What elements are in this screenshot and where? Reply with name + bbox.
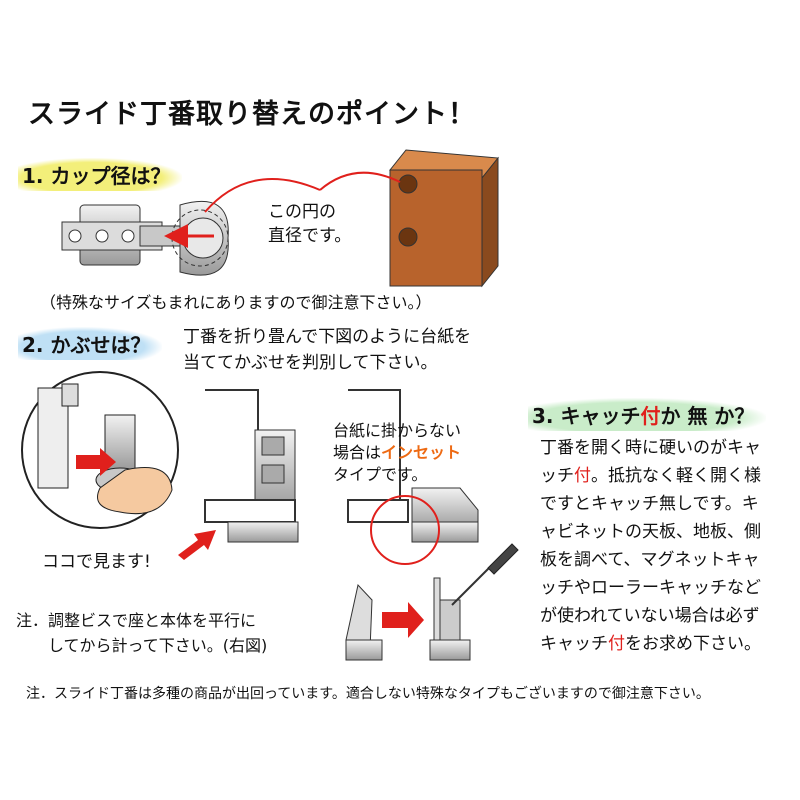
inset-keyword: インセット (381, 443, 462, 462)
inset-note-line-2: 場合はインセット (333, 442, 461, 464)
section-1-note: （特殊なサイズもまれにありますので御注意下さい。） (40, 293, 432, 312)
line-text: 板を調べて、マグネットキャ (540, 550, 760, 570)
look-here-label: ココで見ます! (42, 552, 151, 572)
adjust-note-line-2: してから計って下さい。(右図) (16, 636, 268, 655)
line-em: 付 (608, 634, 625, 654)
door-panel-diagram (319, 149, 499, 288)
cup-callout-line-1: この円の (268, 202, 336, 222)
line-text: ですとキャッチ無しです。キ (540, 494, 759, 514)
line-text: キャッチ (540, 634, 608, 654)
adjustment-diagram (345, 543, 519, 661)
page-title: スライド丁番取り替えのポイント！ (28, 99, 476, 130)
hand-inspection-diagram (21, 371, 179, 529)
section-3-heading: 3. キャッチ付か 無 か？ (528, 398, 767, 431)
line-text-post: をお求め下さい。 (625, 634, 761, 654)
hinge-top-view-diagram (61, 178, 321, 276)
section-3-line: 丁番を開く時に硬いのがキャ (540, 434, 761, 462)
inset-hinge-diagram (347, 389, 479, 565)
section-2-heading: 2. かぶせは？ (18, 327, 163, 360)
section-1-heading: 1. カップ径は？ (18, 158, 183, 191)
cup-callout-line-2: 直径です。 (268, 226, 352, 246)
line-text: が使われていない場合は必ず (540, 606, 760, 626)
line-text: ャビネットの天板、地板、側 (540, 522, 761, 542)
section-3-heading-post: か 無 か？ (660, 404, 755, 428)
line-text: 丁番を開く時に硬いのがキャ (540, 438, 761, 458)
line-text-post: 。抵抗なく軽く開く様 (591, 466, 761, 486)
section-3-line: ッチ付。抵抗なく軽く開く様 (540, 462, 761, 490)
inset-note-line-3: タイプです。 (333, 465, 428, 484)
section-3-line: ですとキャッチ無しです。キ (540, 490, 761, 518)
line-text: ッチやローラーキャッチなど (540, 578, 761, 598)
section-3-line: 板を調べて、マグネットキャ (540, 546, 761, 574)
folded-hinge-diagram (178, 389, 299, 560)
section-3-line: が使われていない場合は必ず (540, 602, 761, 630)
section-3-heading-pre: 3. キャッチ (532, 404, 641, 428)
section-3-body: 丁番を開く時に硬いのがキャ ッチ付。抵抗なく軽く開く様 ですとキャッチ無しです。… (540, 434, 761, 658)
line-text: ッチ (540, 466, 574, 486)
adjust-note-line-1: 注．調整ビスで座と本体を平行に (16, 611, 257, 630)
section-3-line: ャビネットの天板、地板、側 (540, 518, 761, 546)
footer-note: 注．スライド丁番は多種の商品が出回っています。適合しない特殊なタイプもございます… (26, 686, 710, 702)
line-em: 付 (574, 466, 591, 486)
section-3-line: キャッチ付をお求め下さい。 (540, 630, 761, 658)
inset-note-prefix: 場合は (333, 443, 382, 462)
section-2-desc-line-1: 丁番を折り畳んで下図のように台紙を (183, 327, 472, 347)
section-3-heading-em: 付 (640, 404, 661, 428)
inset-note-line-1: 台紙に掛からない (333, 421, 462, 440)
section-3-line: ッチやローラーキャッチなど (540, 574, 761, 602)
section-2-desc-line-2: 当ててかぶせを判別して下さい。 (183, 353, 438, 373)
